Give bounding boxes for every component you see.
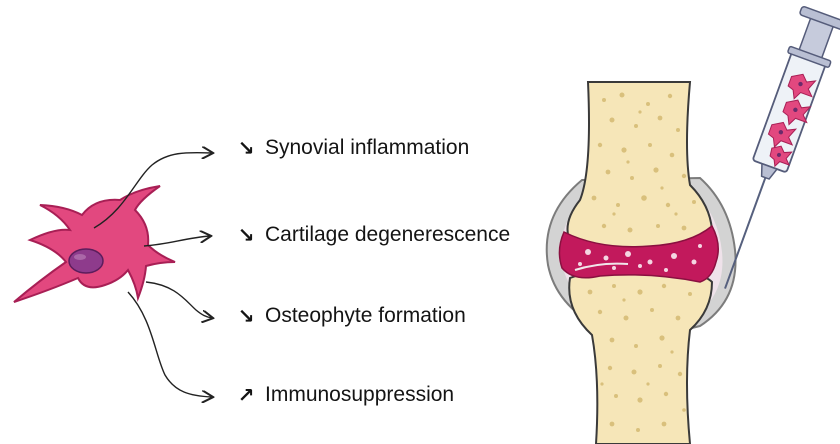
effect-label: Immunosuppression xyxy=(265,383,454,407)
effect-cartilage-degenerescence: ↘ Cartilage degenerescence xyxy=(236,220,510,250)
effect-immunosuppression: ↗ Immunosuppression xyxy=(236,380,454,410)
effect-label: Osteophyte formation xyxy=(265,304,466,328)
effect-label: Synovial inflammation xyxy=(265,136,469,160)
decrease-arrow-icon: ↘ xyxy=(236,304,256,329)
increase-arrow-icon: ↗ xyxy=(236,383,256,408)
arrow-to-osteophyte-formation xyxy=(146,282,212,318)
femur-bone xyxy=(568,82,713,256)
effect-label: Cartilage degenerescence xyxy=(265,223,510,247)
arrow-to-cartilage-degenerescence xyxy=(144,236,210,246)
arrow-to-immunosuppression xyxy=(128,292,212,397)
knee-joint-icon xyxy=(547,82,736,444)
cell-nucleus-icon xyxy=(69,249,103,273)
effect-osteophyte-formation: ↘ Osteophyte formation xyxy=(236,301,466,331)
mesenchymal-stem-cell-icon xyxy=(14,186,175,302)
decrease-arrow-icon: ↘ xyxy=(236,136,256,161)
decrease-arrow-icon: ↘ xyxy=(236,223,256,248)
effect-synovial-inflammation: ↘ Synovial inflammation xyxy=(236,133,469,163)
